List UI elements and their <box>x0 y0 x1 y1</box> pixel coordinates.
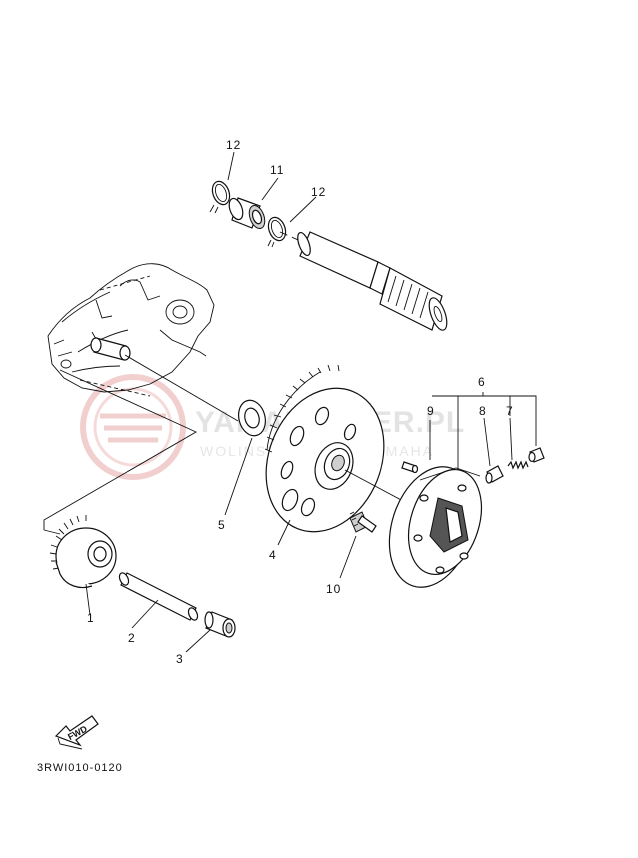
plunger-part <box>485 465 504 484</box>
starter-wheel-gear-part <box>264 364 385 533</box>
spring-cap-part <box>528 447 545 463</box>
part-label-5: 5 <box>218 518 226 532</box>
part-label-12-upper: 12 <box>226 138 241 152</box>
part-label-7: 7 <box>506 404 514 418</box>
one-way-clutch-housing-part <box>388 466 482 588</box>
circlip-lower-part <box>267 216 287 248</box>
part-label-8: 8 <box>479 404 487 418</box>
washer-part <box>238 399 266 437</box>
part-labels: 12 11 12 6 9 8 7 5 4 10 1 2 3 <box>87 138 514 666</box>
drawing-code: 3RWI010-0120 <box>37 762 123 774</box>
part-label-12-lower: 12 <box>311 185 326 199</box>
part-label-1: 1 <box>87 611 95 625</box>
shaft-part <box>279 231 448 331</box>
part-label-6: 6 <box>478 375 486 389</box>
forward-arrow-icon: FWD <box>54 715 99 750</box>
spring-part <box>507 460 529 470</box>
assembly-lines <box>43 354 239 535</box>
circlip-upper-part <box>209 180 231 214</box>
part-label-11: 11 <box>270 163 284 177</box>
idler-shaft-part <box>118 572 199 621</box>
idler-gear-part <box>49 515 117 589</box>
engine-case-outline <box>47 263 215 397</box>
pin-part <box>401 461 419 474</box>
part-label-4: 4 <box>269 548 277 562</box>
part-label-9: 9 <box>427 404 435 418</box>
part-label-2: 2 <box>128 631 136 645</box>
bushing-part <box>204 611 236 638</box>
part-label-10: 10 <box>326 582 341 596</box>
watermark-logo-icon <box>80 374 186 480</box>
collar-part <box>228 197 266 230</box>
part-label-3: 3 <box>176 652 184 666</box>
bolt-part <box>349 511 377 533</box>
leader-lines <box>85 151 537 653</box>
